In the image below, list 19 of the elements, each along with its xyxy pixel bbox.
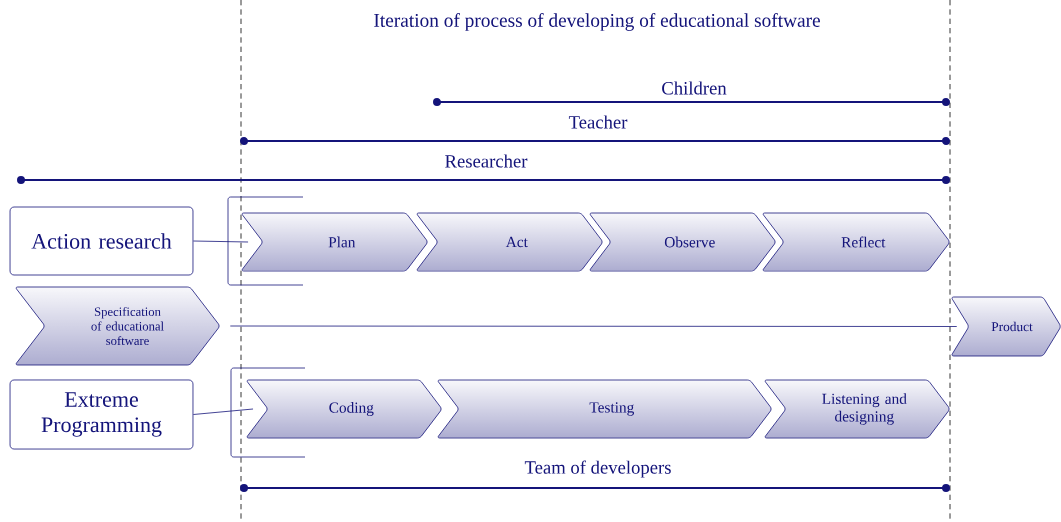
chevron-step: Plan — [241, 212, 428, 272]
span-label: Researcher — [445, 154, 528, 168]
chevron-step: Specification of educational software — [15, 286, 220, 366]
connector-line — [192, 408, 254, 415]
connector-line — [192, 240, 249, 243]
method-box: Extreme Programming — [9, 379, 194, 450]
title: Iteration of process of developing of educational software — [374, 13, 820, 31]
chevron-step: Observe — [589, 212, 776, 272]
method-box: Action research — [9, 206, 194, 276]
span-label: Children — [662, 81, 727, 95]
chevron-step: Act — [416, 212, 603, 272]
connector-line — [229, 325, 958, 327]
chevron-step: Listening and designing — [764, 379, 950, 439]
span-label: Teacher — [568, 115, 628, 129]
chevron-step: Reflect — [762, 212, 950, 272]
span-label: Team of developers — [524, 460, 671, 478]
chevron-step: Product — [951, 296, 1061, 357]
chevron-step: Testing — [437, 379, 772, 439]
chevron-step: Coding — [246, 379, 442, 439]
